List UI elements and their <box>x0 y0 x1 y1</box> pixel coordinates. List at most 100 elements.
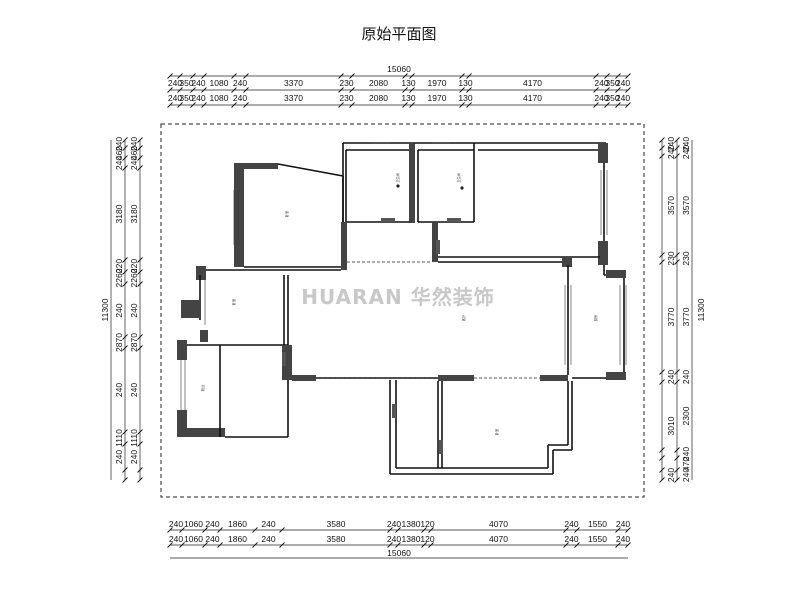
top-total-dimension: 15060 <box>387 64 411 74</box>
tick-mark <box>122 155 128 161</box>
right-dim-col2-7: 240 <box>681 447 691 461</box>
bottom-dim-row1-7: 1380 <box>402 519 421 529</box>
tick-mark <box>252 542 258 548</box>
left-dim-col2-5: 2260 <box>129 268 139 287</box>
bottom-dim-row2-12: 240 <box>616 534 630 544</box>
fixtures <box>282 184 464 454</box>
tick-mark <box>122 467 128 473</box>
tick-mark <box>402 73 408 79</box>
tick-mark <box>177 87 183 93</box>
tick-mark <box>604 73 610 79</box>
tick-mark <box>625 73 631 79</box>
tick-mark <box>217 527 223 533</box>
tick-mark <box>674 379 680 385</box>
tick-mark <box>459 102 465 108</box>
tick-mark <box>615 73 621 79</box>
tick-mark <box>137 334 143 340</box>
top-dim-row1-8: 130 <box>401 78 415 88</box>
top-dim-row1-9: 1970 <box>428 78 447 88</box>
tick-mark <box>615 542 621 548</box>
top-dim-row2-3: 1080 <box>210 93 229 103</box>
tick-mark <box>659 137 665 143</box>
bottom-dim-row1-1: 1060 <box>184 519 203 529</box>
tick-mark <box>615 527 621 533</box>
bottom-dim-row2-3: 1860 <box>228 534 247 544</box>
tick-mark <box>659 369 665 375</box>
bottom-dim-row1-10: 240 <box>564 519 578 529</box>
top-dim-row1-5: 3370 <box>284 78 303 88</box>
tick-mark <box>201 102 207 108</box>
tick-mark <box>659 259 665 265</box>
tick-mark <box>674 467 680 473</box>
right-dim-col2-5: 240 <box>681 370 691 384</box>
top-dim-row2-13: 350 <box>605 93 619 103</box>
tick-mark <box>674 137 680 143</box>
left-dim-col1-1: 460 <box>114 146 124 160</box>
left-dim-col1-3: 3180 <box>114 204 124 223</box>
tick-mark <box>421 527 427 533</box>
left-total-dimension: 11300 <box>100 298 110 321</box>
top-dim-row2-12: 240 <box>594 93 608 103</box>
top-dim-row2-5: 3370 <box>284 93 303 103</box>
top-dim-row1-2: 240 <box>191 78 205 88</box>
left-dim-col1-8: 240 <box>114 383 124 397</box>
tick-mark <box>428 527 434 533</box>
tick-mark <box>604 102 610 108</box>
bottom-dim-row2-8: 120 <box>420 534 434 544</box>
left-dimensions: 11300 2404602403180220226024028702401110… <box>100 137 143 483</box>
tick-mark <box>349 87 355 93</box>
tick-mark <box>137 145 143 151</box>
tick-mark <box>459 73 465 79</box>
tick-mark <box>231 102 237 108</box>
tick-mark <box>466 102 472 108</box>
tick-mark <box>338 102 344 108</box>
right-dim-col2-2: 3570 <box>681 196 691 215</box>
top-dim-row1-12: 240 <box>594 78 608 88</box>
tick-mark <box>674 477 680 483</box>
top-dim-row1-10: 130 <box>458 78 472 88</box>
tick-mark <box>466 87 472 93</box>
tick-mark <box>177 73 183 79</box>
tick-mark <box>395 527 401 533</box>
bottom-dim-row2-1: 1060 <box>184 534 203 544</box>
top-dim-row1-3: 1080 <box>210 78 229 88</box>
tick-mark <box>604 87 610 93</box>
left-dim-col2-8: 240 <box>129 383 139 397</box>
openings <box>316 261 540 379</box>
top-dim-row1-7: 2080 <box>369 78 388 88</box>
top-dim-row1-4: 240 <box>233 78 247 88</box>
top-dim-row2-2: 240 <box>191 93 205 103</box>
tick-mark <box>201 73 207 79</box>
tick-mark <box>231 87 237 93</box>
right-dim-col2-4: 3770 <box>681 307 691 326</box>
tick-mark <box>674 369 680 375</box>
bottom-dim-row2-4: 240 <box>261 534 275 544</box>
drawing-title: 原始平面图 <box>361 25 436 43</box>
windows <box>180 142 627 410</box>
tick-mark <box>659 379 665 385</box>
bottom-dim-row1-11: 1550 <box>588 519 607 529</box>
tick-mark <box>137 257 143 263</box>
tick-mark <box>625 102 631 108</box>
tick-mark <box>137 345 143 351</box>
bottom-dim-row1-0: 240 <box>169 519 183 529</box>
tick-mark <box>122 477 128 483</box>
left-dim-col1-7: 2870 <box>114 333 124 352</box>
bottom-dim-row1-9: 4070 <box>489 519 508 529</box>
top-dim-row1-1: 350 <box>179 78 193 88</box>
tick-mark <box>217 542 223 548</box>
tick-mark <box>674 153 680 159</box>
tick-mark <box>659 477 665 483</box>
bottom-dim-row2-11: 1550 <box>588 534 607 544</box>
right-dim-col1-5: 240 <box>666 370 676 384</box>
tick-mark <box>428 542 434 548</box>
bottom-dim-row2-2: 240 <box>205 534 219 544</box>
tick-mark <box>122 145 128 151</box>
left-dim-col2-2: 240 <box>129 156 139 170</box>
left-dim-col1-0: 240 <box>114 137 124 151</box>
tick-mark <box>574 527 580 533</box>
tick-mark <box>593 73 599 79</box>
bottom-dim-row1-2: 240 <box>205 519 219 529</box>
